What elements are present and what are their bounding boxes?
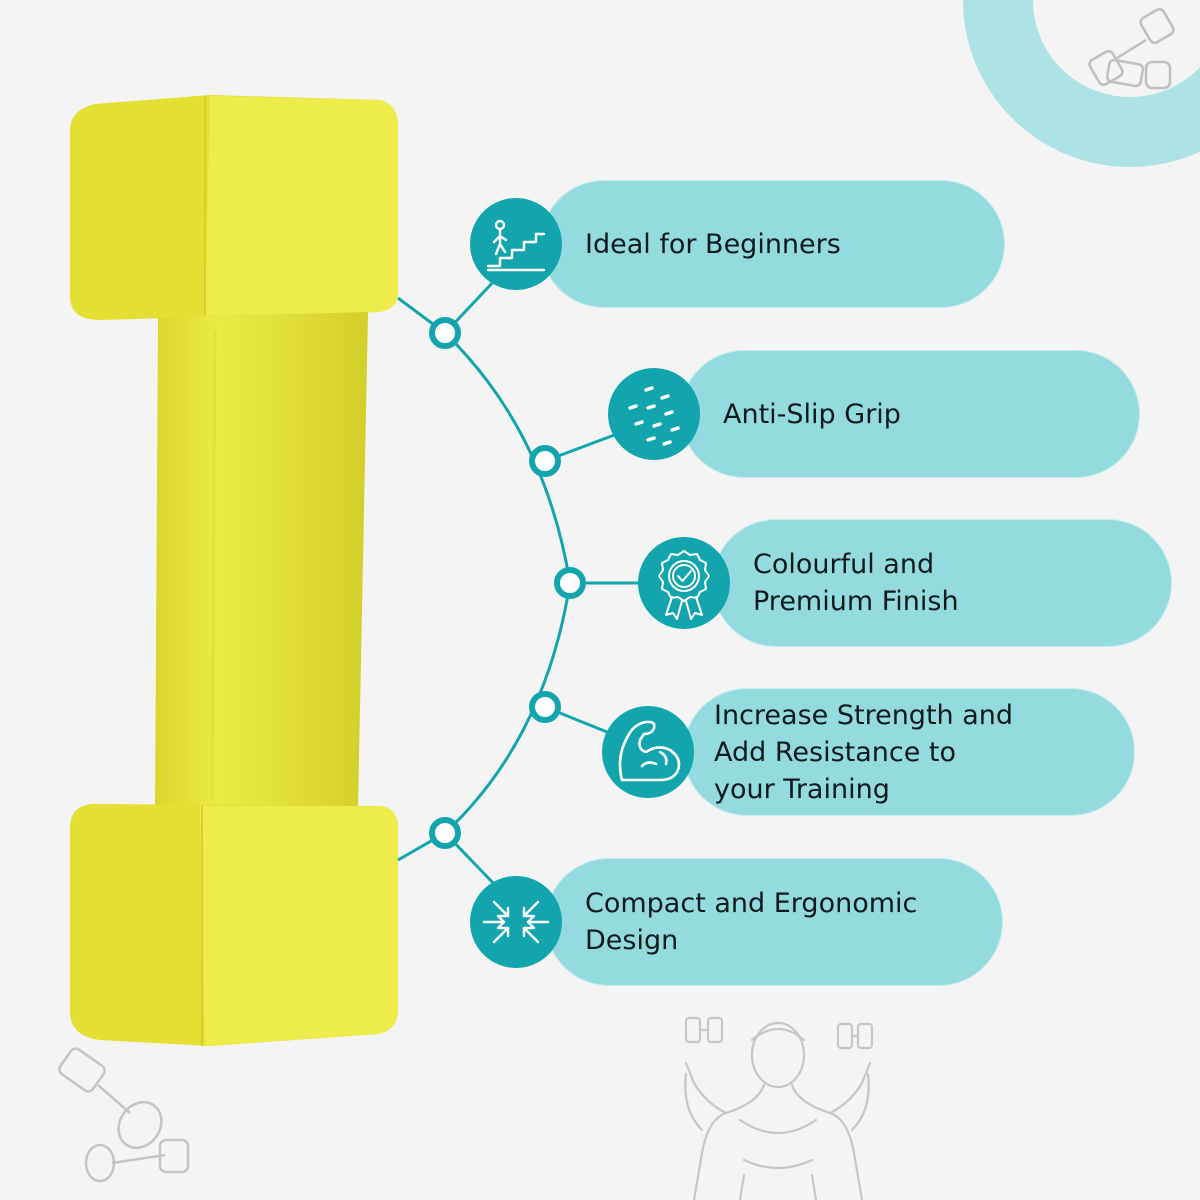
corner-ring — [963, 0, 1200, 167]
top-right-dumbbell-sketch-icon — [1088, 7, 1175, 90]
feature-pill-beginners: Ideal for Beginners — [540, 180, 1005, 308]
feature-label: Compact and Ergonomic Design — [585, 888, 918, 956]
feature-pill-compact: Compact and Ergonomic Design — [545, 858, 1003, 986]
feature-label: Colourful and Premium Finish — [753, 549, 959, 617]
feature-label: Anti-Slip Grip — [723, 398, 901, 430]
feature-label: Ideal for Beginners — [585, 228, 841, 260]
connector-node — [429, 817, 461, 849]
connector-node — [554, 567, 586, 599]
award-badge-icon — [638, 537, 730, 629]
connector-node — [529, 691, 561, 723]
feature-pill-finish: Colourful and Premium Finish — [712, 519, 1172, 647]
connector-node — [429, 317, 461, 349]
stairs-climbing-icon — [470, 198, 562, 290]
flexed-arm-icon — [602, 706, 694, 798]
woman-lifting-dumbbells-outline-icon — [684, 1016, 874, 1200]
compact-arrows-icon — [470, 876, 562, 968]
feature-pill-strength: Increase Strength and Add Resistance to … — [683, 688, 1135, 816]
feature-label: Increase Strength and Add Resistance to … — [714, 699, 1014, 805]
connector-node — [529, 445, 561, 477]
grip-dots-icon — [608, 368, 700, 460]
bottom-left-dumbbells-sketch-icon — [58, 1047, 190, 1183]
feature-pill-grip: Anti-Slip Grip — [680, 350, 1140, 478]
